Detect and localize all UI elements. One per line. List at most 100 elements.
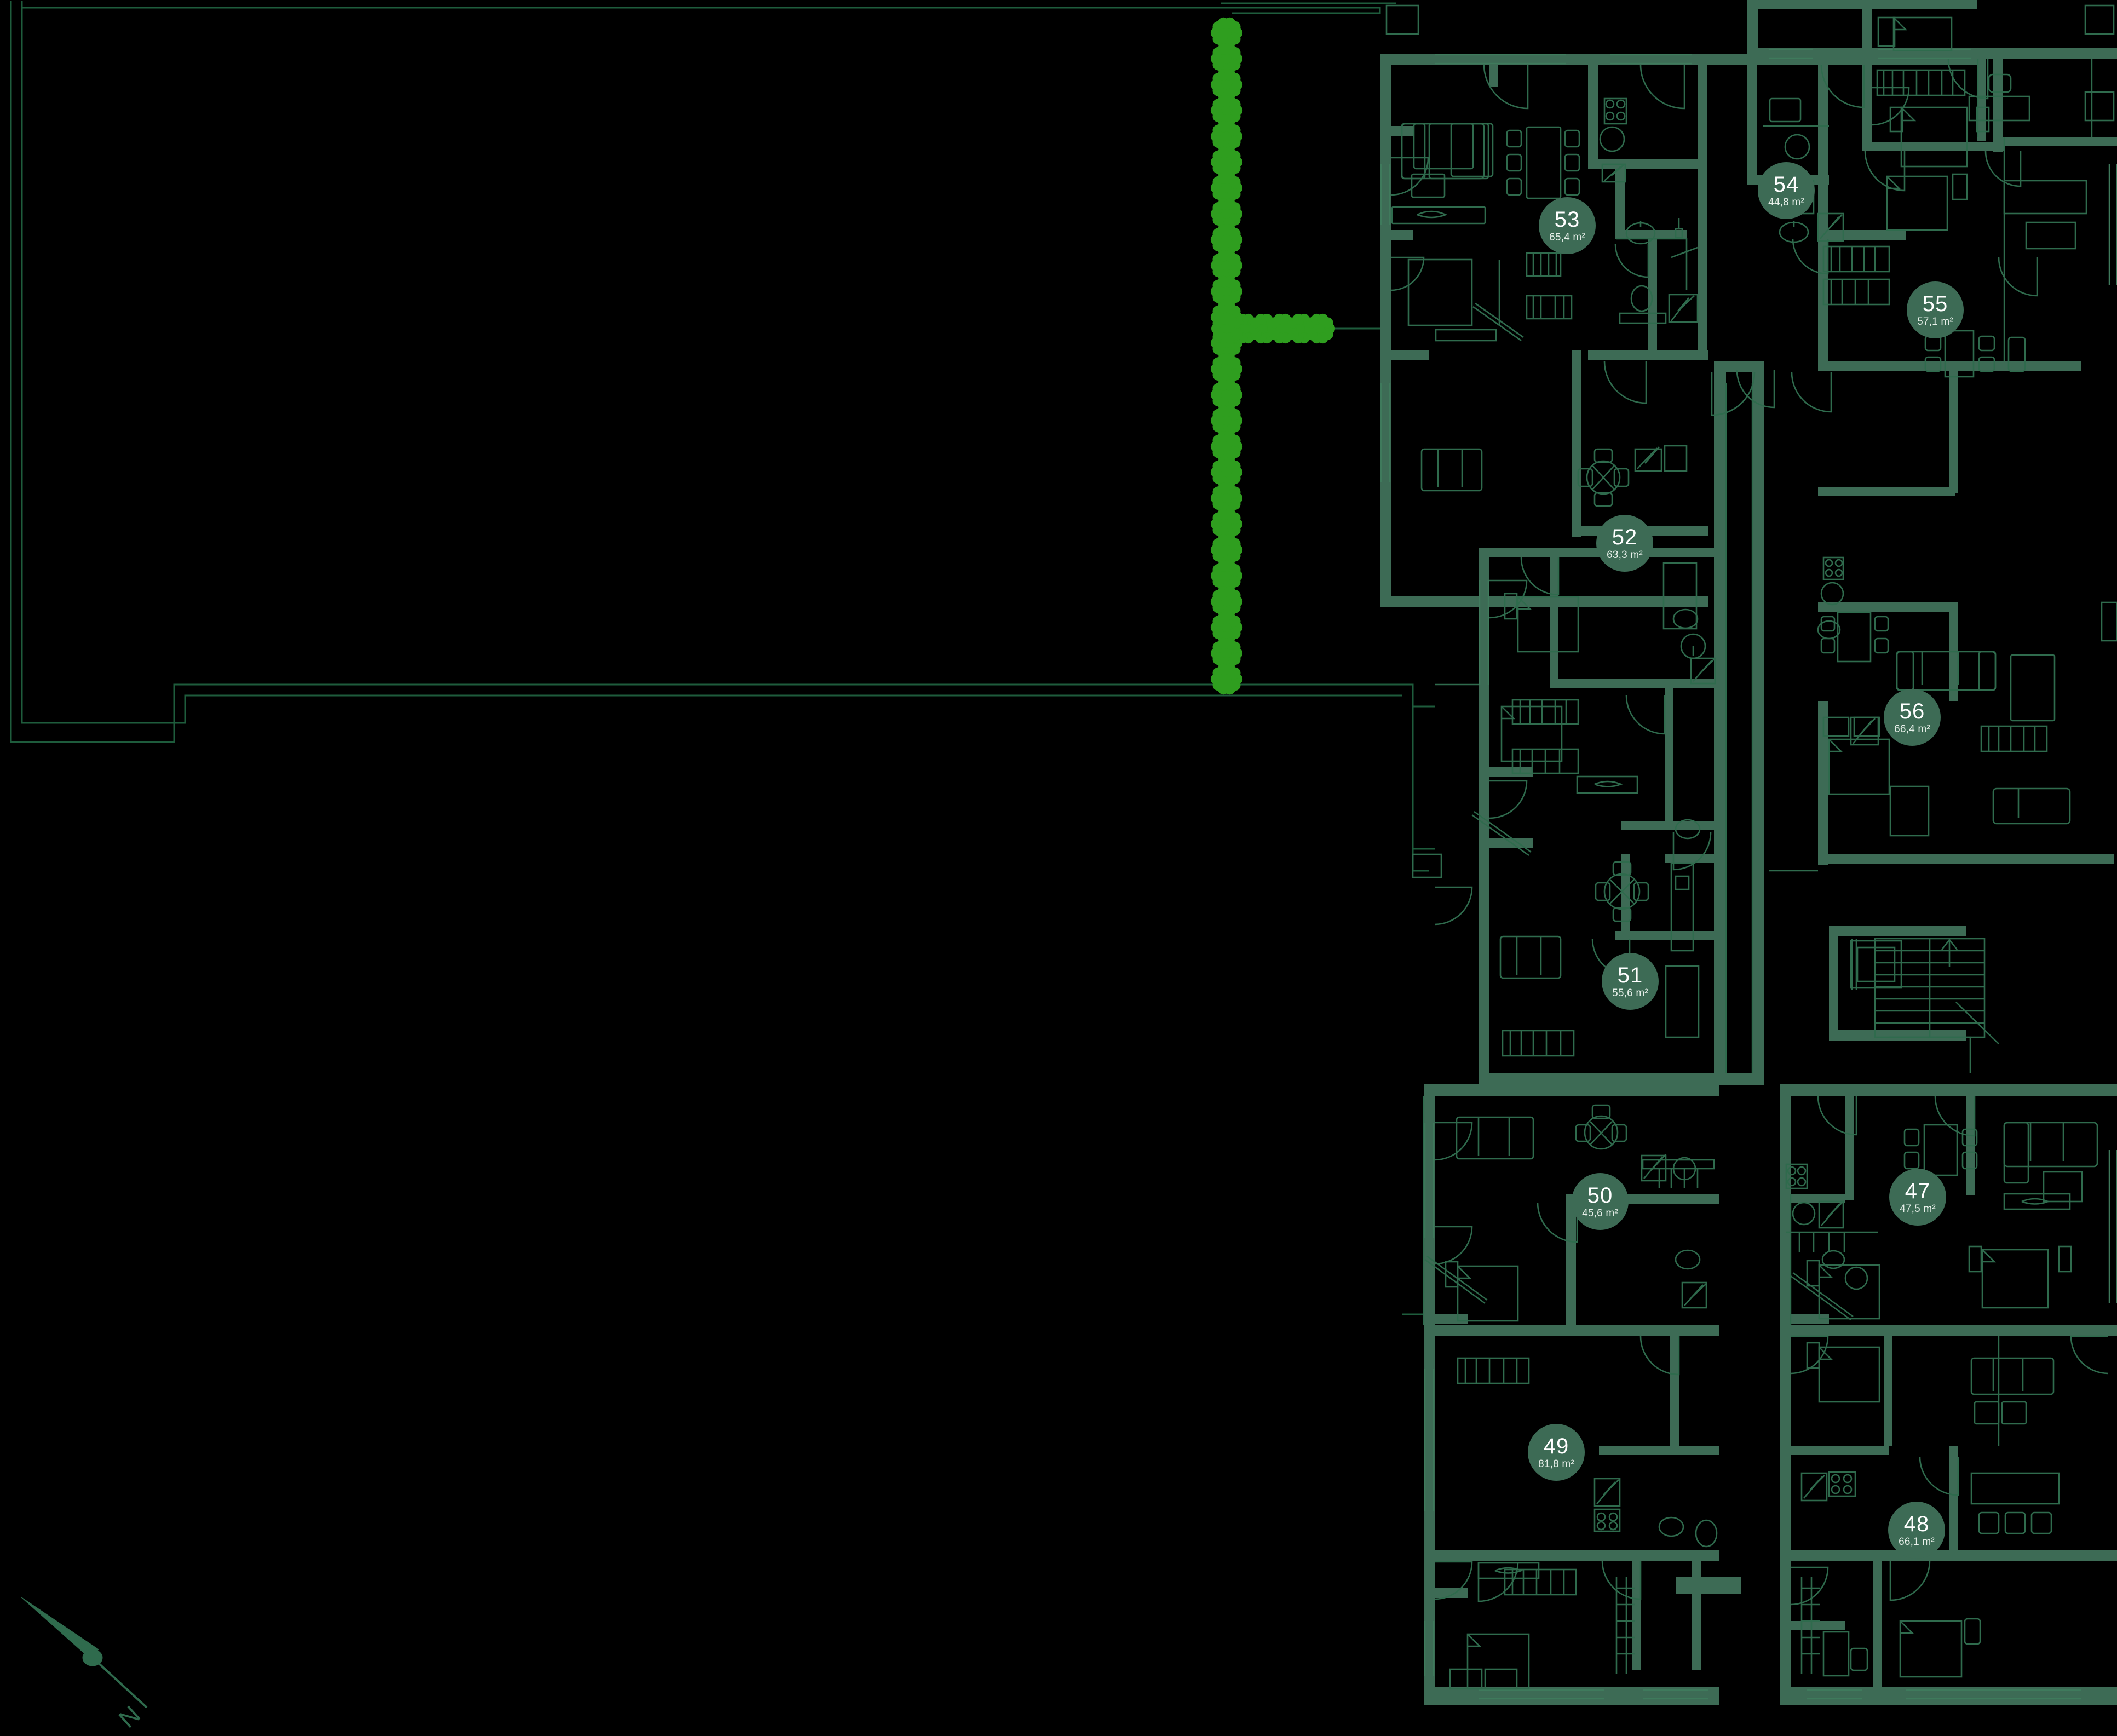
sofa xyxy=(1401,123,1494,180)
dining-table-set xyxy=(1506,126,1580,199)
sofa-50 xyxy=(1456,1116,1534,1160)
unit-area: 45,6 m² xyxy=(1582,1208,1618,1219)
bench xyxy=(1435,329,1497,342)
dining-56 xyxy=(1820,611,1889,663)
tree-icon xyxy=(1210,586,1243,617)
kitchen-51 xyxy=(1670,862,1694,952)
bathroom-50 xyxy=(1675,1249,1707,1309)
tv-icon xyxy=(1417,210,1448,219)
unit-area: 66,1 m² xyxy=(1899,1536,1935,1548)
wardrobe-51 xyxy=(1502,1030,1575,1057)
tree-icon xyxy=(1210,405,1243,436)
tree-icon xyxy=(1210,95,1243,126)
bed-49 xyxy=(1449,1633,1530,1690)
unit-area: 65,4 m² xyxy=(1549,232,1585,243)
sofa-56 xyxy=(1896,651,1997,691)
unit-number: 50 xyxy=(1587,1183,1613,1208)
kitchen-50 xyxy=(1641,1154,1715,1188)
sofa-48 xyxy=(1970,1357,2055,1395)
tree-icon xyxy=(1210,637,1243,669)
staircase xyxy=(1874,938,1999,1073)
bed xyxy=(1407,258,1473,326)
console-47 xyxy=(2003,1193,2071,1210)
kitchen-49 xyxy=(1593,1478,1621,1532)
bathroom-52 xyxy=(1672,608,1716,685)
unit-area: 63,3 m² xyxy=(1607,549,1643,561)
unit-number: 56 xyxy=(1899,699,1925,723)
tree-icon xyxy=(1210,560,1243,591)
bathroom-51 xyxy=(1675,819,1701,840)
tree-icon xyxy=(1210,431,1243,462)
tree-icon xyxy=(1210,612,1243,643)
unit-number: 54 xyxy=(1773,173,1799,197)
bed-48 xyxy=(1806,1342,1880,1403)
toilet xyxy=(1630,285,1653,312)
tree-icon xyxy=(1210,224,1243,255)
tree-icon xyxy=(1210,482,1243,514)
tree-icon xyxy=(1210,43,1243,74)
wardrobe-54 xyxy=(1876,69,1966,96)
wardrobe-55 xyxy=(1822,245,1890,306)
sofa-47 xyxy=(2003,1122,2098,1184)
table-56 xyxy=(2010,654,2056,722)
tree-icon xyxy=(1304,313,1335,344)
tree-icon xyxy=(1210,146,1243,178)
kitchen-unit-53 xyxy=(1599,97,1627,183)
desk-54 xyxy=(1968,73,2030,122)
unit-number: 48 xyxy=(1903,1512,1930,1536)
tree-icon xyxy=(1210,508,1243,539)
dining-48 xyxy=(1970,1472,2060,1534)
unit-area: 66,4 m² xyxy=(1894,723,1930,735)
bed-47b xyxy=(1968,1245,2072,1309)
table-56b xyxy=(1889,785,1930,837)
round-table-52 xyxy=(1577,448,1630,507)
tv-console xyxy=(1391,206,1486,225)
bed-55 xyxy=(1889,106,1990,168)
bathroom-49 xyxy=(1658,1516,1718,1548)
tree-icon xyxy=(1210,275,1243,307)
window-openings xyxy=(1380,48,2117,1700)
tree-icon xyxy=(1210,173,1243,204)
bed-upper-right xyxy=(1877,16,1953,51)
unit-area: 44,8 m² xyxy=(1768,197,1804,208)
coffee-table xyxy=(1411,173,1446,198)
unit-number: 52 xyxy=(1612,525,1638,549)
tree-icon xyxy=(1210,120,1243,152)
round-table-51 xyxy=(1595,861,1649,922)
north-arrow: N xyxy=(20,1596,148,1733)
wardrobe-hatch xyxy=(1526,252,1573,320)
kitchen-47 xyxy=(1785,1163,1878,1252)
dining-set-55 xyxy=(1924,330,2026,378)
tub-52 xyxy=(1662,562,1698,630)
bathroom-53 xyxy=(1616,218,1699,324)
round-table-50 xyxy=(1575,1104,1627,1150)
bed-51 xyxy=(1500,705,1563,762)
unit-area: 57,1 m² xyxy=(1917,316,1953,327)
tv-icon-47 xyxy=(2021,1198,2050,1205)
bathroom-47 xyxy=(1821,1250,1868,1290)
tree-icon xyxy=(1210,534,1243,566)
unit-area: 47,5 m² xyxy=(1900,1203,1936,1215)
tub-51 xyxy=(1665,965,1700,1038)
tv-icon-52 xyxy=(1594,780,1623,787)
tree-icon xyxy=(1210,198,1243,229)
tree-icon xyxy=(1210,457,1243,488)
bed-48c xyxy=(1822,1631,1868,1677)
elevator xyxy=(1850,939,1902,990)
door-swings xyxy=(1390,59,2109,1606)
walls xyxy=(1380,0,2117,1705)
tree-icon xyxy=(1210,353,1243,384)
sofa-51 xyxy=(1499,935,1562,979)
